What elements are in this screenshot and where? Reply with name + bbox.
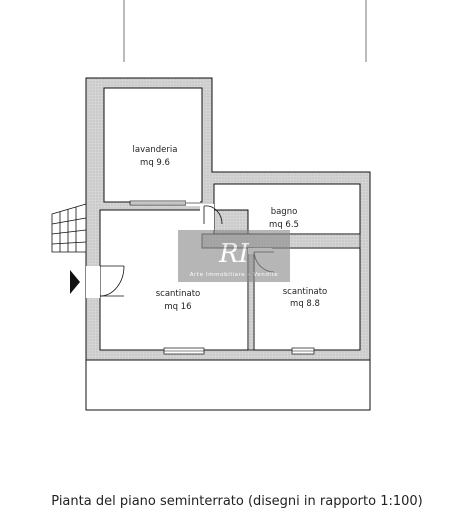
window-lavanderia <box>129 200 187 206</box>
watermark-letters: RI <box>218 239 250 269</box>
walls <box>85 77 371 361</box>
door-entrance <box>86 265 125 298</box>
room-name-lavanderia: lavanderia <box>133 145 178 155</box>
floor-plan: lavanderia mq 9.6 bagno mq 6.5 scantinat… <box>51 0 371 411</box>
watermark-text: Arte Immobiliare – Vendite <box>190 272 279 278</box>
window-scantinato-left <box>163 347 205 355</box>
door-bagno <box>200 204 223 230</box>
room-name-bagno: bagno <box>271 207 298 217</box>
window-scantinato-right <box>291 347 315 355</box>
room-area-scantinato-left: mq 16 <box>164 302 191 312</box>
plan-caption: Pianta del piano seminterrato (disegni i… <box>51 494 423 509</box>
entrance-arrow-icon <box>70 270 80 294</box>
room-area-scantinato-right: mq 8.8 <box>290 299 320 309</box>
external-stairs <box>51 203 87 253</box>
watermark-logo: RI Arte Immobiliare – Vendite <box>178 230 290 282</box>
lower-band <box>85 359 371 411</box>
room-area-bagno: mq 6.5 <box>269 220 299 230</box>
room-area-lavanderia: mq 9.6 <box>140 158 170 168</box>
room-name-scantinato-left: scantinato <box>156 289 201 299</box>
door-lavanderia <box>186 200 200 206</box>
room-name-scantinato-right: scantinato <box>283 287 328 297</box>
